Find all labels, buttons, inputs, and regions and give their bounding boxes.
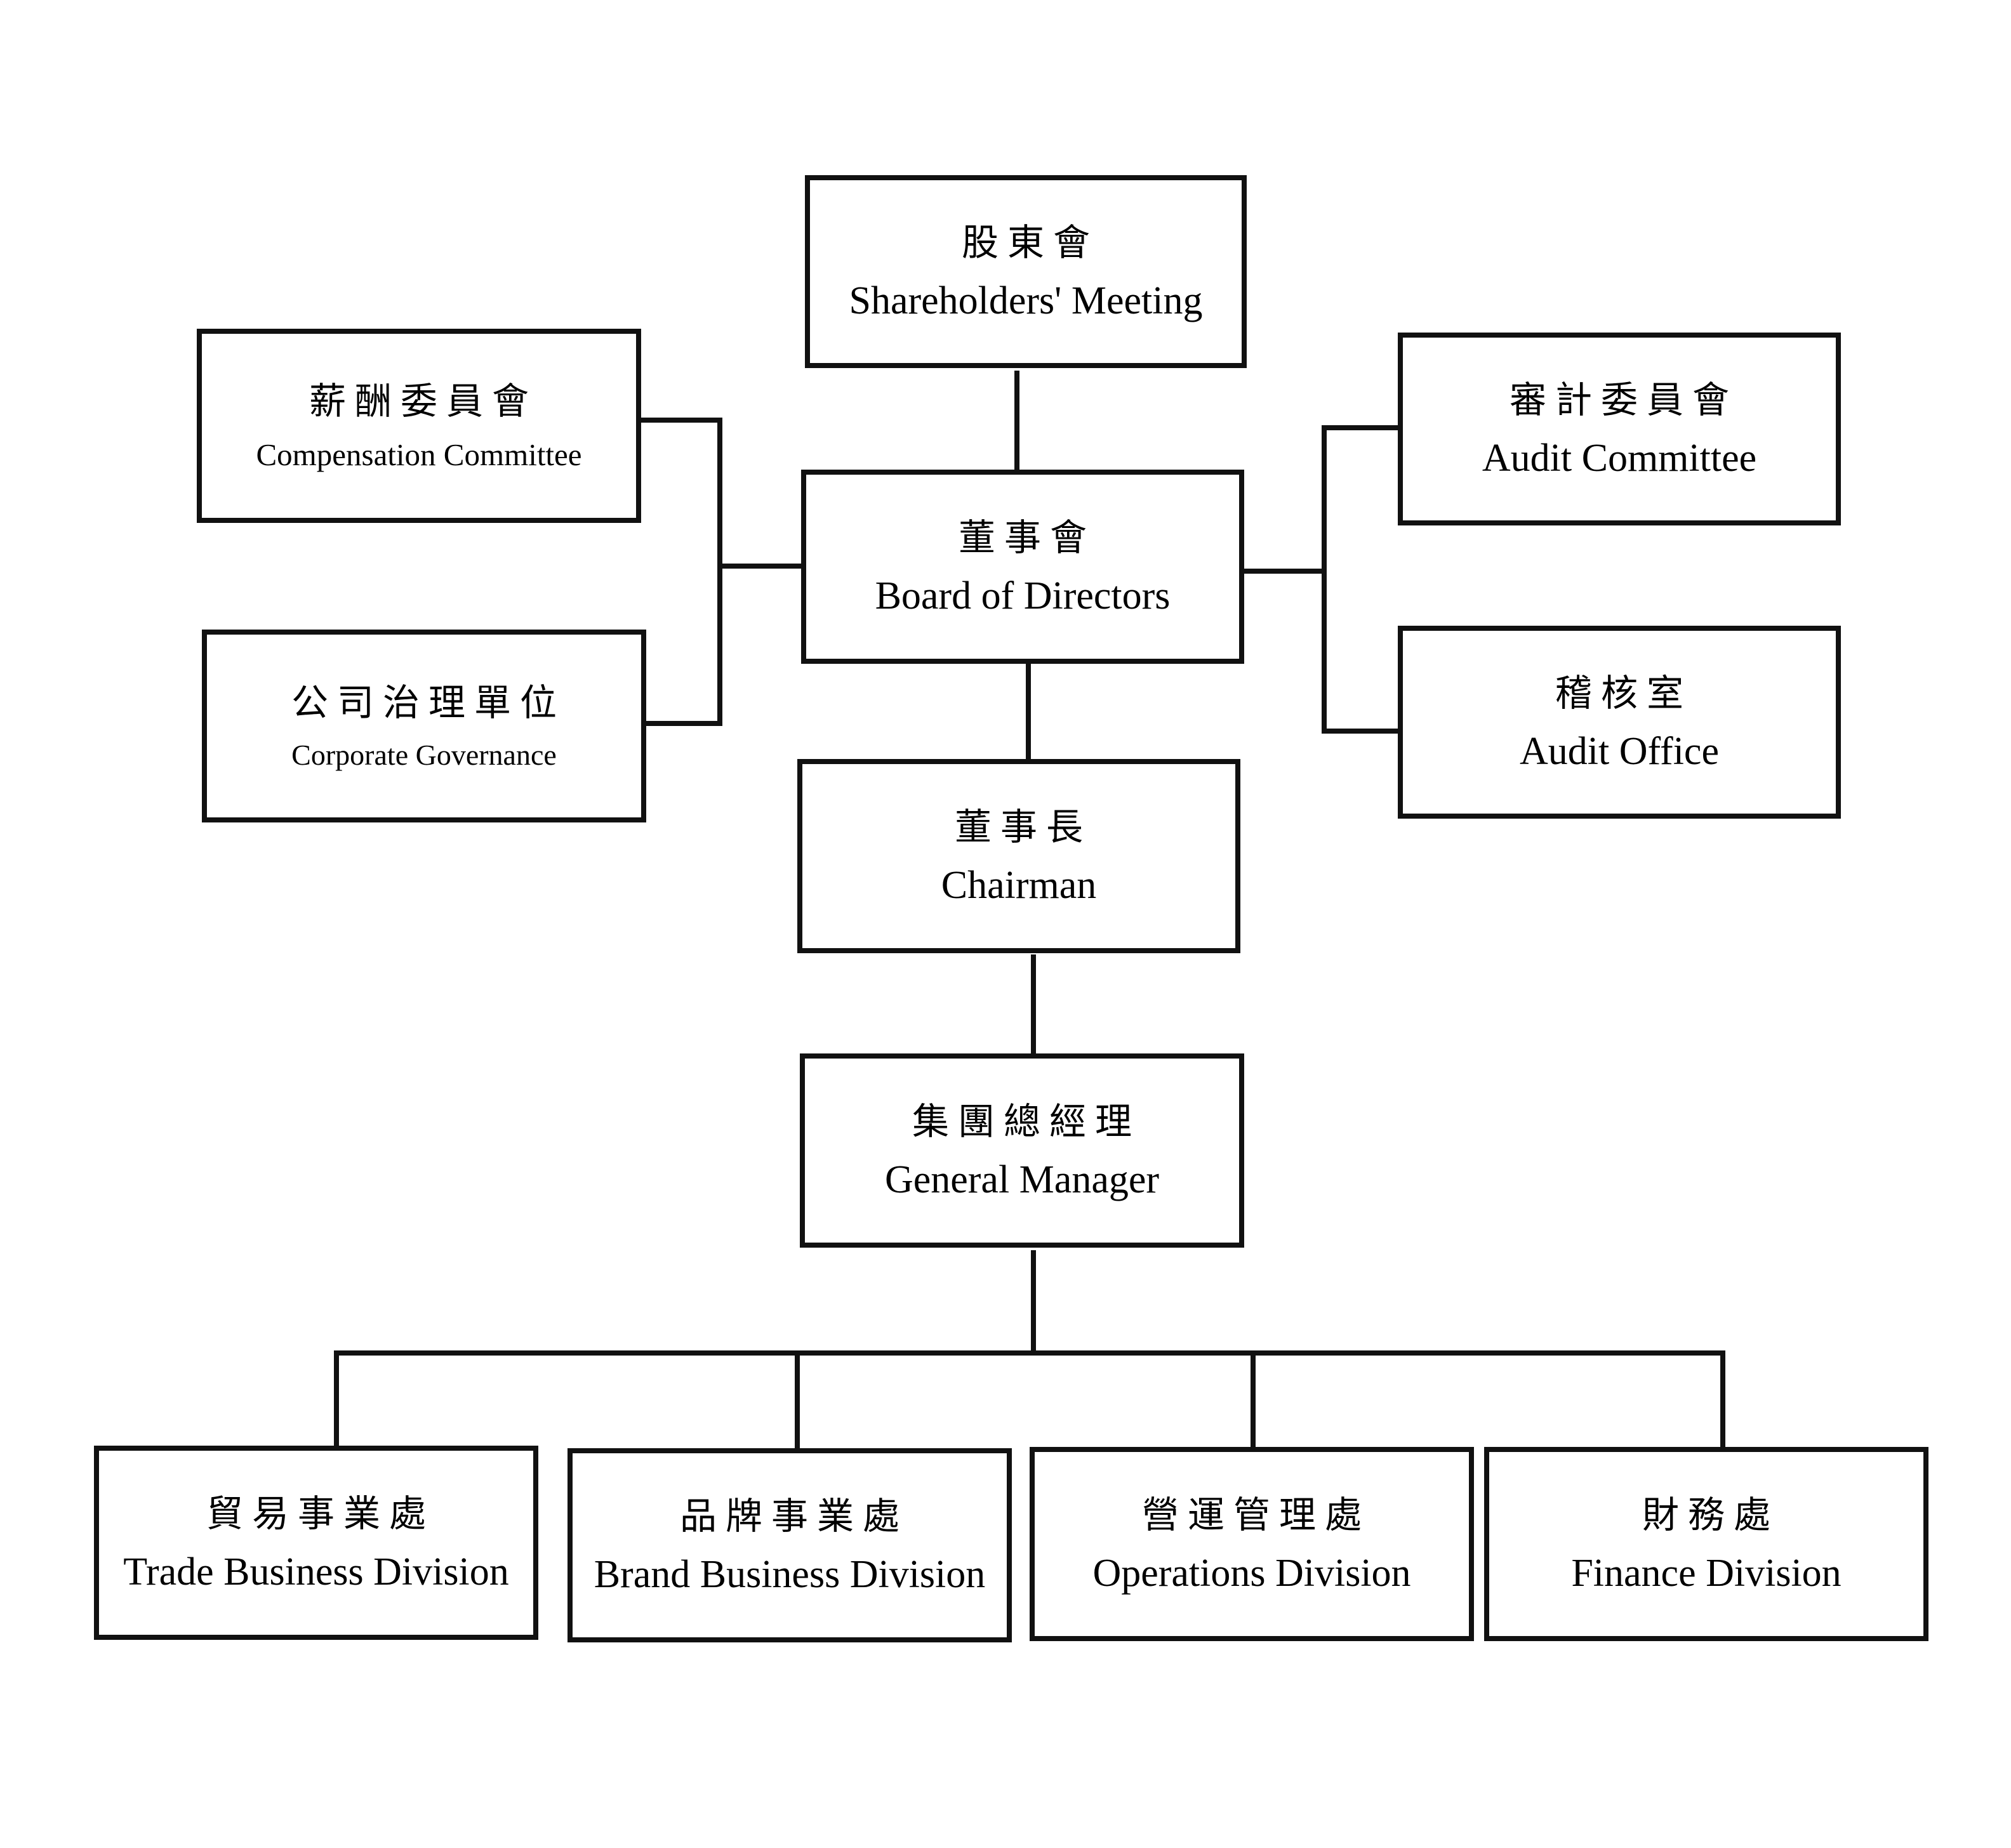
corporate-governance-box: 公司治理單位 Corporate Governance — [202, 630, 646, 822]
shareholders-meeting-zh: 股東會 — [961, 221, 1099, 265]
connector-shareholders-board — [1014, 371, 1019, 472]
board-of-directors-box: 董事會 Board of Directors — [801, 470, 1244, 664]
finance-division-zh: 財務處 — [1642, 1493, 1779, 1537]
board-of-directors-en: Board of Directors — [875, 574, 1171, 617]
trade-business-division-zh: 貿易事業處 — [206, 1492, 435, 1536]
brand-business-division-en: Brand Business Division — [594, 1552, 986, 1596]
audit-committee-en: Audit Committee — [1482, 436, 1757, 480]
audit-committee-box: 審計委員會 Audit Committee — [1398, 333, 1841, 525]
connector-trade — [334, 1350, 339, 1452]
board-of-directors-zh: 董事會 — [958, 516, 1096, 560]
brand-business-division-box: 品牌事業處 Brand Business Division — [567, 1448, 1012, 1642]
connector-right-vertical — [1322, 425, 1327, 734]
finance-division-en: Finance Division — [1571, 1551, 1842, 1595]
connector-compensation-horizontal — [639, 418, 722, 423]
connector-governance-horizontal — [644, 721, 722, 726]
connector-finance — [1720, 1350, 1725, 1453]
shareholders-meeting-en: Shareholders' Meeting — [849, 279, 1203, 322]
operations-division-zh: 營運管理處 — [1141, 1493, 1371, 1537]
general-manager-en: General Manager — [884, 1158, 1160, 1201]
connector-divisions-horizontal — [334, 1350, 1725, 1356]
trade-business-division-box: 貿易事業處 Trade Business Division — [94, 1446, 538, 1640]
connector-general-manager-divisions — [1031, 1250, 1036, 1353]
audit-office-zh: 稽核室 — [1555, 671, 1692, 715]
operations-division-en: Operations Division — [1092, 1551, 1411, 1595]
finance-division-box: 財務處 Finance Division — [1484, 1447, 1928, 1641]
connector-board-right — [1242, 569, 1327, 574]
audit-office-en: Audit Office — [1520, 729, 1719, 773]
shareholders-meeting-box: 股東會 Shareholders' Meeting — [805, 175, 1247, 368]
connector-brand — [795, 1350, 800, 1455]
corporate-governance-zh: 公司治理單位 — [291, 680, 566, 724]
compensation-committee-box: 薪酬委員會 Compensation Committee — [197, 329, 641, 523]
brand-business-division-zh: 品牌事業處 — [679, 1495, 908, 1538]
connector-operations — [1251, 1350, 1256, 1453]
corporate-governance-en: Corporate Governance — [291, 738, 557, 771]
audit-office-box: 稽核室 Audit Office — [1398, 626, 1841, 819]
chairman-box: 董事長 Chairman — [797, 759, 1240, 953]
connector-audit-committee-horizontal — [1322, 425, 1400, 430]
compensation-committee-en: Compensation Committee — [256, 437, 582, 472]
connector-left-board — [717, 564, 802, 569]
general-manager-box: 集團總經理 General Manager — [800, 1053, 1244, 1248]
general-manager-zh: 集團總經理 — [912, 1100, 1141, 1144]
audit-committee-zh: 審計委員會 — [1509, 378, 1738, 422]
connector-audit-office-horizontal — [1322, 729, 1400, 734]
compensation-committee-zh: 薪酬委員會 — [309, 380, 538, 423]
connector-left-vertical — [717, 418, 722, 726]
connector-board-chairman — [1026, 664, 1031, 763]
chairman-zh: 董事長 — [954, 805, 1092, 849]
connector-chairman-general-manager — [1031, 954, 1036, 1062]
chairman-en: Chairman — [941, 863, 1097, 907]
trade-business-division-en: Trade Business Division — [123, 1550, 509, 1594]
operations-division-box: 營運管理處 Operations Division — [1030, 1447, 1474, 1641]
